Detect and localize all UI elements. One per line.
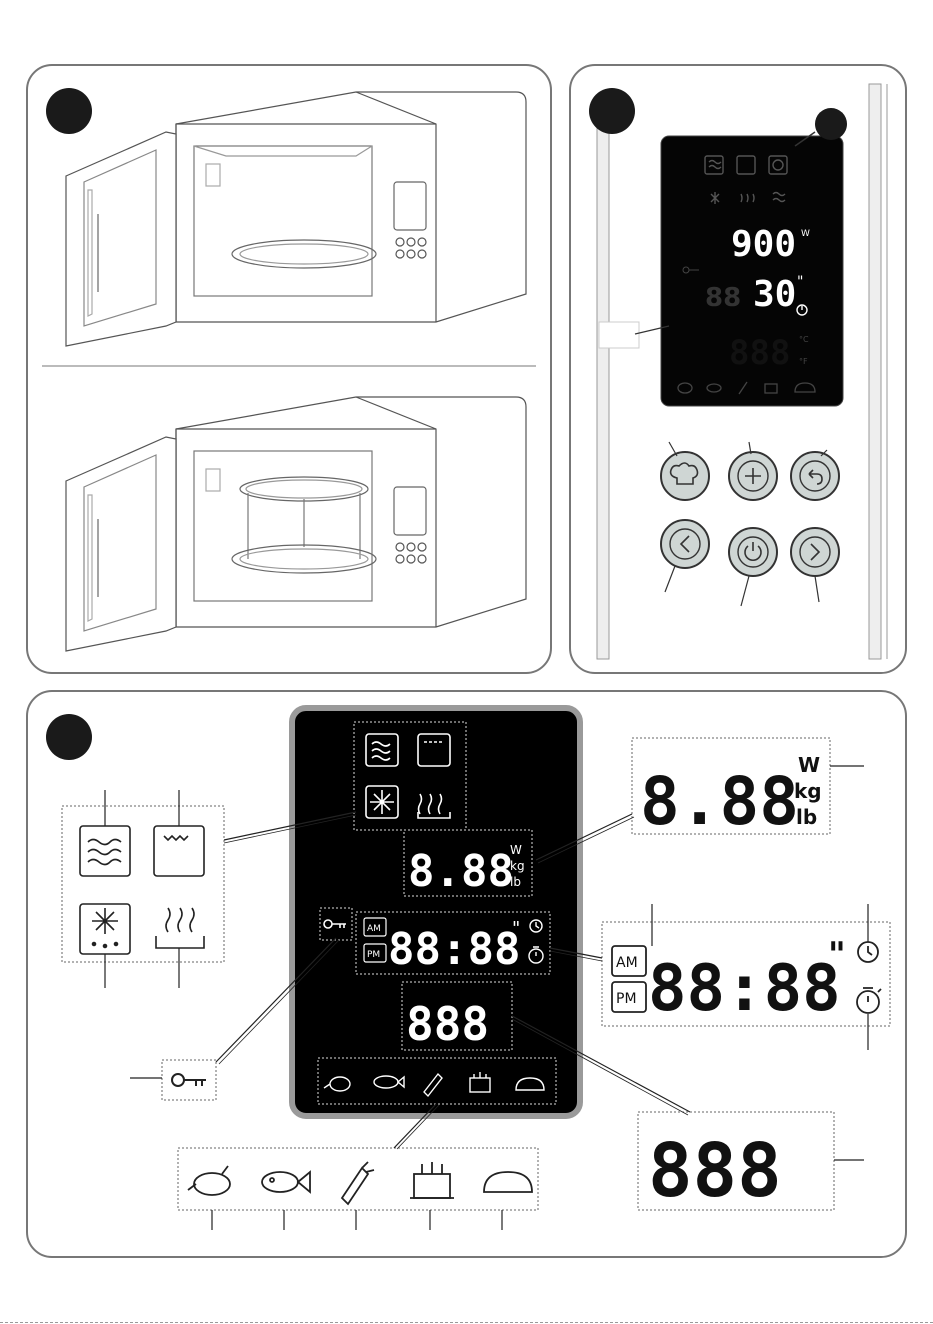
- display-pm: PM: [367, 950, 380, 960]
- legend-cake-icon: [410, 1162, 454, 1198]
- display-am: AM: [367, 924, 381, 934]
- legend-grill-icon: [154, 826, 204, 876]
- microwave-with-rack: [66, 397, 526, 651]
- legend-unit-kg: kg: [794, 779, 822, 803]
- right-button[interactable]: [791, 528, 839, 576]
- display-unit-w: W: [510, 843, 522, 857]
- p2-time-value: 30: [753, 274, 796, 315]
- legend-unit-w: W: [798, 753, 820, 777]
- display-clock-digits: 88:88: [388, 924, 520, 975]
- legend-am: AM: [616, 955, 638, 971]
- power-button[interactable]: [729, 528, 777, 576]
- back-button[interactable]: [791, 452, 839, 500]
- display-unit-lb: lb: [510, 875, 521, 889]
- legend-chicken-icon: [188, 1166, 230, 1195]
- microwave-illustrations: [26, 64, 552, 674]
- legend-key-lock-icon: [172, 1074, 206, 1086]
- display-unit-kg: kg: [510, 859, 525, 873]
- legend-pm: PM: [616, 991, 637, 1007]
- p2-power-value: 900: [731, 224, 796, 265]
- legend-temp-digits: 888: [648, 1128, 782, 1214]
- legend-microwave-icon: [80, 826, 130, 876]
- plus-button[interactable]: [729, 452, 777, 500]
- chef-hat-button[interactable]: [661, 452, 709, 500]
- legend-steam-icon: [156, 908, 204, 948]
- page-bottom-rule: [0, 1322, 933, 1323]
- p2-temp-value: 888: [729, 333, 790, 373]
- legend-weight-digits: 8.88: [640, 763, 799, 840]
- legend-bread-icon: [484, 1172, 532, 1192]
- control-buttons: [661, 452, 839, 576]
- microwave-views-panel: [26, 64, 552, 674]
- legend-vegetable-icon: [342, 1162, 374, 1204]
- legend-defrost-icon: [80, 904, 130, 954]
- p2-time-unit: ": [797, 274, 803, 290]
- display-sec-mark: ": [512, 918, 520, 939]
- display-weight-digits: 8.88: [408, 846, 514, 897]
- step-badge-2: [589, 88, 635, 134]
- display-legend-drawing: 8.88 W kg lb AM PM 88:88 " 888: [26, 690, 907, 1258]
- legend-fish-icon: [262, 1172, 310, 1192]
- callout-badge-display: [815, 108, 847, 140]
- control-panel-closeup: 900 W 30 " 88 888 °C °F: [569, 64, 907, 674]
- legend-unit-lb: lb: [796, 805, 817, 829]
- microwave-with-turntable: [66, 92, 526, 346]
- legend-clock-digits: 88:88: [648, 952, 841, 1026]
- legend-sec-mark: ": [828, 935, 846, 975]
- p2-temp-unit-c: °C: [799, 335, 809, 344]
- left-button[interactable]: [661, 520, 709, 568]
- display-temp-digits: 888: [406, 997, 489, 1051]
- display-legend-panel: 8.88 W kg lb AM PM 88:88 " 888: [26, 690, 907, 1258]
- control-panel-drawing: 900 W 30 " 88 888 °C °F: [569, 64, 907, 674]
- p2-temp-unit-f: °F: [799, 357, 808, 366]
- p2-power-unit: W: [801, 229, 810, 239]
- svg-text:88: 88: [705, 283, 741, 313]
